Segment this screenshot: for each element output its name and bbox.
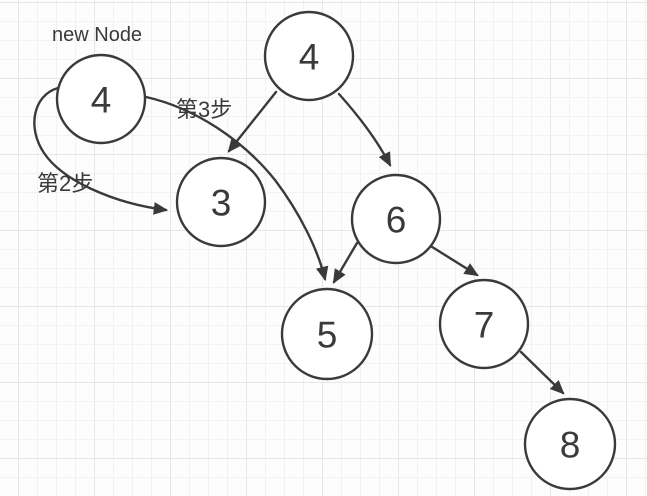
node-circle xyxy=(280,287,374,381)
node-circle xyxy=(438,278,530,370)
node-label: 8 xyxy=(560,425,581,466)
tree-node-6: 6 xyxy=(350,173,442,265)
node-circle xyxy=(350,173,442,265)
edge-root4-to-6 xyxy=(337,92,392,167)
step-2-label: 第2步 xyxy=(37,171,93,196)
tree-node-3: 3 xyxy=(175,156,267,248)
node-circle xyxy=(263,10,355,102)
node-label: 5 xyxy=(317,315,338,356)
edge-6-to-5 xyxy=(332,241,359,284)
node-circle xyxy=(55,53,147,145)
new-node-label: new Node xyxy=(52,24,142,46)
edge-6-to-7 xyxy=(427,243,479,277)
step-3-label: 第3步 xyxy=(176,97,232,122)
tree-node-5: 5 xyxy=(280,287,374,381)
node-circle xyxy=(523,397,617,491)
node-label: 6 xyxy=(386,200,407,241)
node-circle xyxy=(175,156,267,248)
edge-step2-new4-to-3 xyxy=(33,86,169,215)
tree-node-root-4: 4 xyxy=(263,10,355,102)
node-label: 7 xyxy=(474,305,495,346)
tree-node-7: 7 xyxy=(438,278,530,370)
edge-7-to-8 xyxy=(519,350,565,395)
edge-step3-new4-to-5 xyxy=(144,95,329,282)
node-label: 4 xyxy=(299,37,320,78)
node-label: 3 xyxy=(211,183,232,224)
tree-node-new-4: 4 xyxy=(55,53,147,145)
tree-node-8: 8 xyxy=(523,397,617,491)
node-label: 4 xyxy=(91,80,112,121)
